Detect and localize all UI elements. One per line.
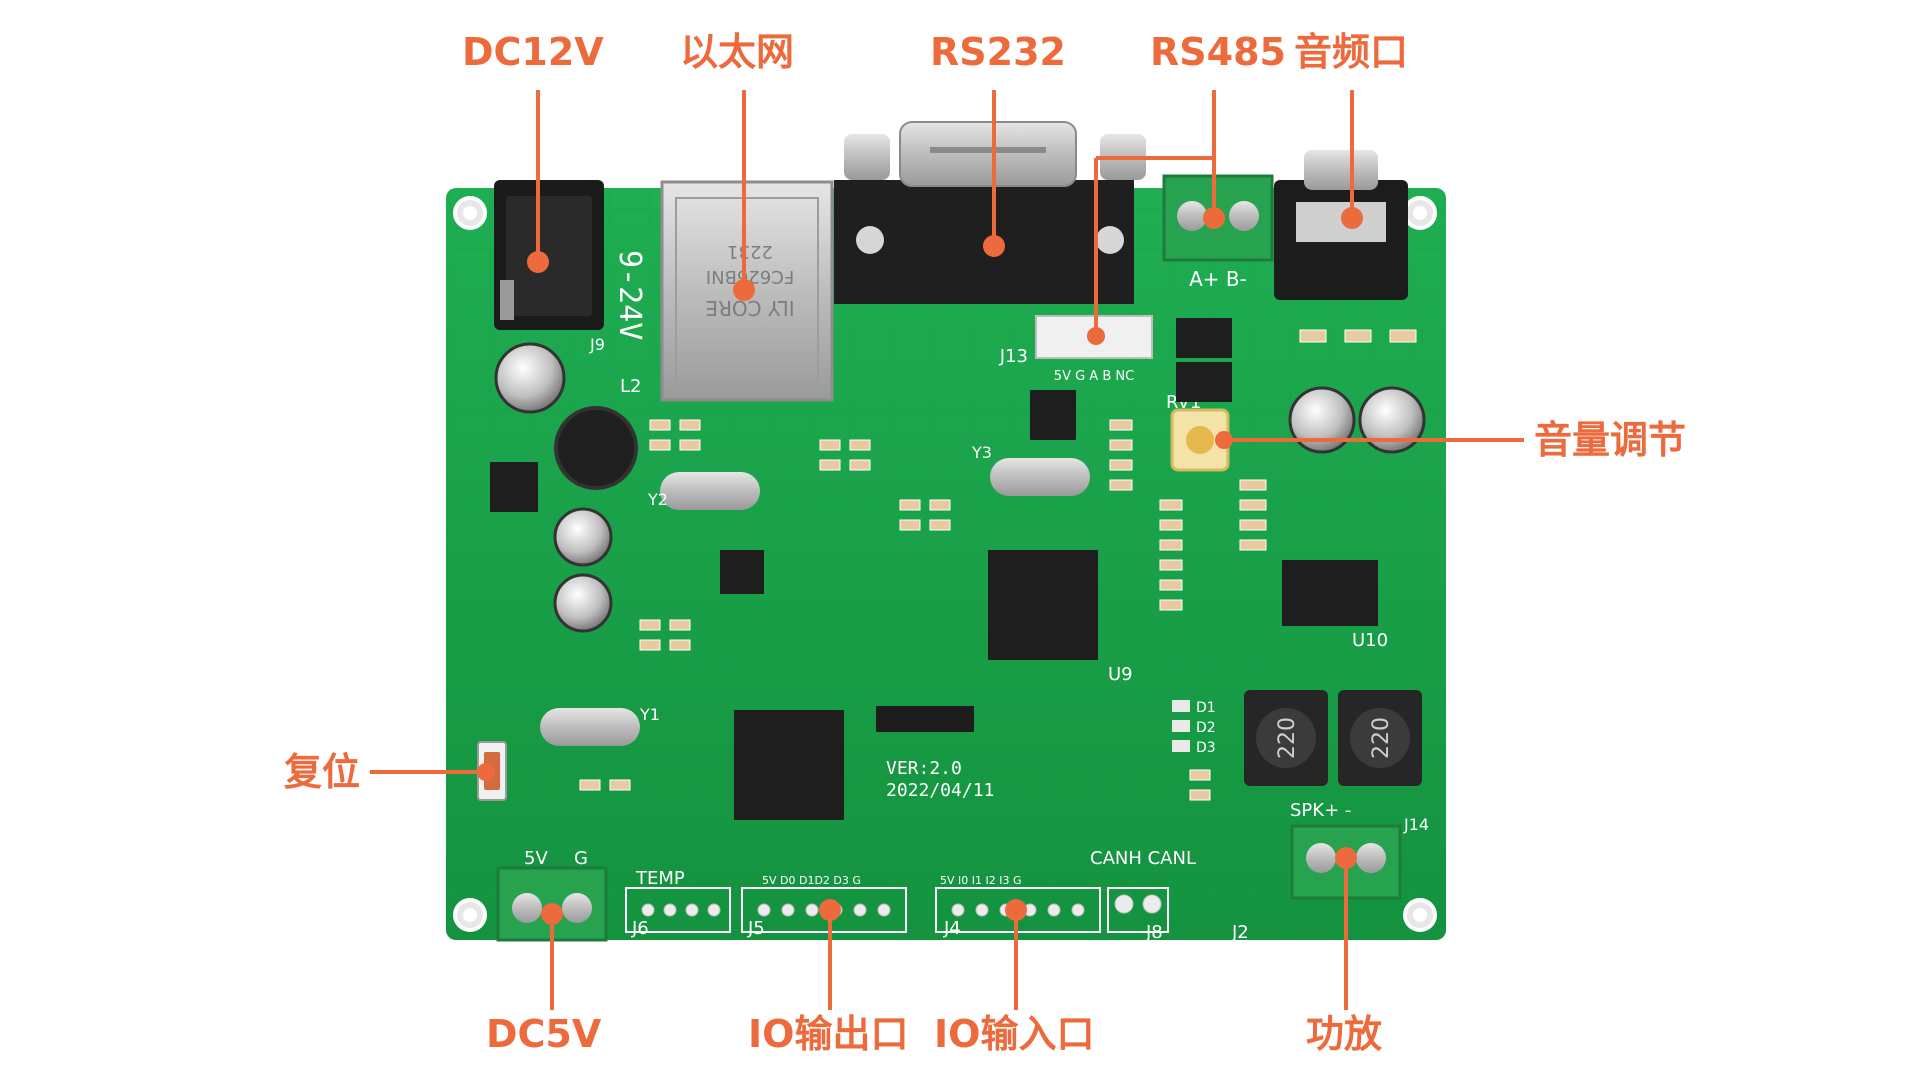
voltage-silkscreen: 9-24V xyxy=(612,250,647,340)
d3-silk: D3 xyxy=(1196,740,1216,756)
label-ethernet: 以太网 xyxy=(680,30,795,74)
label-io-output: IO输出口 xyxy=(748,1012,909,1056)
u9-silk: U9 xyxy=(1108,664,1133,685)
date-silk: 2022/04/11 xyxy=(886,780,994,801)
rs485-ab-silk: A+ B- xyxy=(1189,267,1247,291)
y2-silk: Y2 xyxy=(647,490,668,509)
crystals xyxy=(540,458,1090,746)
ics xyxy=(490,318,1378,820)
label-audio-port: 音频口 xyxy=(1294,30,1409,74)
rs232-port xyxy=(834,121,1146,304)
pin-g-silk: G xyxy=(574,848,588,869)
spk-silk: SPK+ - xyxy=(1290,800,1351,821)
version-silk: VER:2.0 xyxy=(886,758,962,779)
pin-5v-silk: 5V xyxy=(524,848,548,869)
audio-jack xyxy=(1274,150,1408,300)
j2-silk: J2 xyxy=(1231,922,1249,943)
y3-silk: Y3 xyxy=(971,443,992,462)
leader-dots xyxy=(477,207,1363,925)
volume-pot xyxy=(1170,408,1230,472)
j6-silk: J6 xyxy=(631,918,649,939)
label-reset: 复位 xyxy=(284,750,361,794)
d2-silk: D2 xyxy=(1196,720,1216,736)
temp-silk: TEMP xyxy=(635,868,685,889)
label-io-input: IO输入口 xyxy=(934,1012,1095,1056)
j4-pins-silk: 5V I0 I1 I2 I3 G xyxy=(940,874,1022,887)
label-rs485: RS485 xyxy=(1150,30,1286,74)
inductor-1-silk: 220 xyxy=(1275,717,1300,759)
smd-components xyxy=(579,329,1417,801)
leds xyxy=(1172,700,1190,752)
eth-text-1: ILY CORE xyxy=(705,296,794,320)
canh-silk: CANH CANL xyxy=(1090,848,1196,869)
j5-pins-silk: 5V D0 D1D2 D3 G xyxy=(762,874,861,887)
header-pads xyxy=(641,894,1162,917)
capacitors xyxy=(494,342,1426,633)
label-dc12v: DC12V xyxy=(462,30,604,74)
eth-text-2: FC626BNI xyxy=(706,266,794,287)
label-dc5v: DC5V xyxy=(486,1012,602,1056)
power-inductors xyxy=(1244,690,1422,786)
label-volume: 音量调节 xyxy=(1534,418,1687,462)
d1-silk: D1 xyxy=(1196,700,1216,716)
j4-silk: J4 xyxy=(943,918,961,939)
j13-pins-silk: 5V G A B NC xyxy=(1054,369,1134,384)
j13-silk: J13 xyxy=(999,346,1028,367)
inductor-l2 xyxy=(554,406,638,490)
j5-silk: J5 xyxy=(747,918,765,939)
l2-silk: L2 xyxy=(620,376,641,397)
j9-silk: J9 xyxy=(589,335,605,354)
leader-lines xyxy=(370,90,1524,1010)
j3-header xyxy=(876,706,974,732)
y1-silk: Y1 xyxy=(639,705,660,724)
j8-silk: J8 xyxy=(1145,922,1163,943)
inductor-2-silk: 220 xyxy=(1369,717,1394,759)
label-rs232: RS232 xyxy=(930,30,1066,74)
j14-silk: J14 xyxy=(1403,815,1429,834)
u10-silk: U10 xyxy=(1352,630,1388,651)
label-amplifier: 功放 xyxy=(1306,1012,1383,1056)
mounting-holes xyxy=(453,196,1437,932)
dc-jack xyxy=(494,180,604,330)
eth-text-3: 2231 xyxy=(727,241,773,262)
